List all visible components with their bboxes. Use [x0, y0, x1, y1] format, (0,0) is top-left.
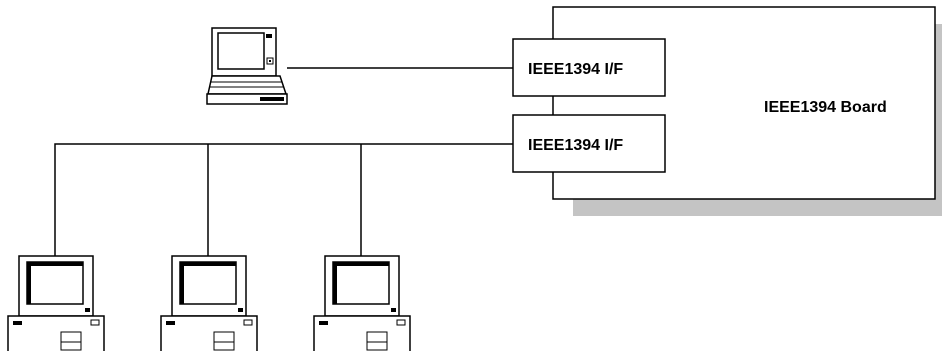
interface-bottom: IEEE1394 I/F	[512, 114, 666, 173]
board-label: IEEE1394 Board	[764, 99, 887, 116]
interface-top: IEEE1394 I/F	[512, 38, 666, 97]
bus-line	[54, 143, 513, 256]
laptop-icon	[206, 27, 288, 105]
connections	[54, 67, 513, 256]
desktop-computer-icon	[7, 255, 105, 351]
interface-box	[512, 38, 666, 97]
interface-label: IEEE1394 I/F	[528, 61, 623, 78]
interface-label: IEEE1394 I/F	[528, 137, 623, 154]
desktop-computer-icon	[313, 255, 411, 351]
desktop-computer-icon	[160, 255, 258, 351]
